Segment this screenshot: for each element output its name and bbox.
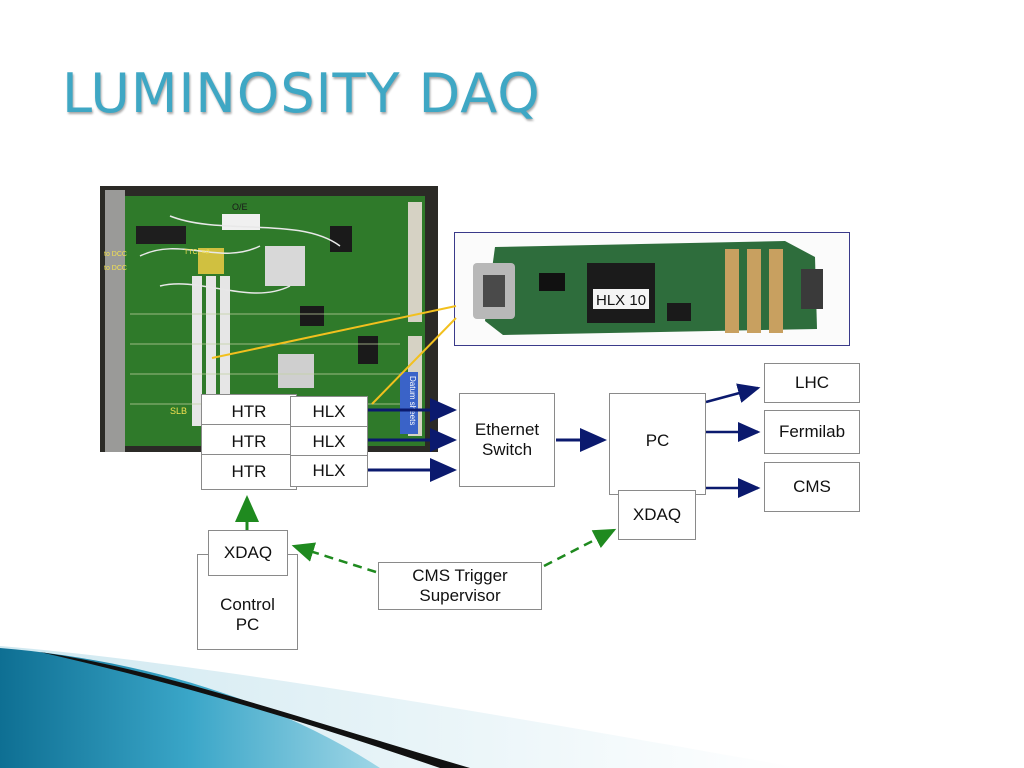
pc-box: PC — [609, 393, 706, 495]
hlx-card-image: HLX 10 — [455, 233, 849, 345]
hlx-box-1: HLX — [290, 396, 368, 428]
output-fermilab-box: Fermilab — [764, 410, 860, 454]
output-lhc-box: LHC — [764, 363, 860, 403]
htr-board-photo: O/E SLB Datum sheets TTC, ≡# to DCC to D… — [100, 186, 438, 452]
control-xdaq-box: XDAQ — [208, 530, 288, 576]
callout-line-1 — [211, 305, 457, 359]
board-label-dcc-1: to DCC — [104, 251, 127, 258]
board-label-slb: SLB — [170, 406, 187, 416]
hlx-chip-label: HLX 10 — [596, 292, 646, 309]
htr-box-3: HTR — [201, 454, 297, 490]
arrow-pc-lhc — [705, 383, 761, 404]
output-cms-box: CMS — [764, 462, 860, 512]
callout-line-2 — [371, 317, 457, 405]
board-label-oe: O/E — [232, 202, 248, 212]
trigger-supervisor-box: CMS Trigger Supervisor — [378, 562, 542, 610]
hlx-card-photo: HLX 10 — [454, 232, 850, 346]
hlx-box-3: HLX — [290, 455, 368, 487]
board-label-ttc: TTC, ≡# — [184, 249, 210, 256]
slide-title: LUMINOSITY DAQ — [62, 62, 541, 125]
arrow-trigger-xdaq — [543, 528, 617, 568]
board-label-dcc-2: to DCC — [104, 265, 127, 272]
pc-xdaq-box: XDAQ — [618, 490, 696, 540]
htr-board-image: O/E SLB Datum sheets TTC, ≡# to DCC to D… — [100, 186, 438, 452]
hlx-box-2: HLX — [290, 426, 368, 458]
ethernet-switch-box: Ethernet Switch — [459, 393, 555, 487]
board-label-datum: Datum sheets — [408, 376, 417, 425]
